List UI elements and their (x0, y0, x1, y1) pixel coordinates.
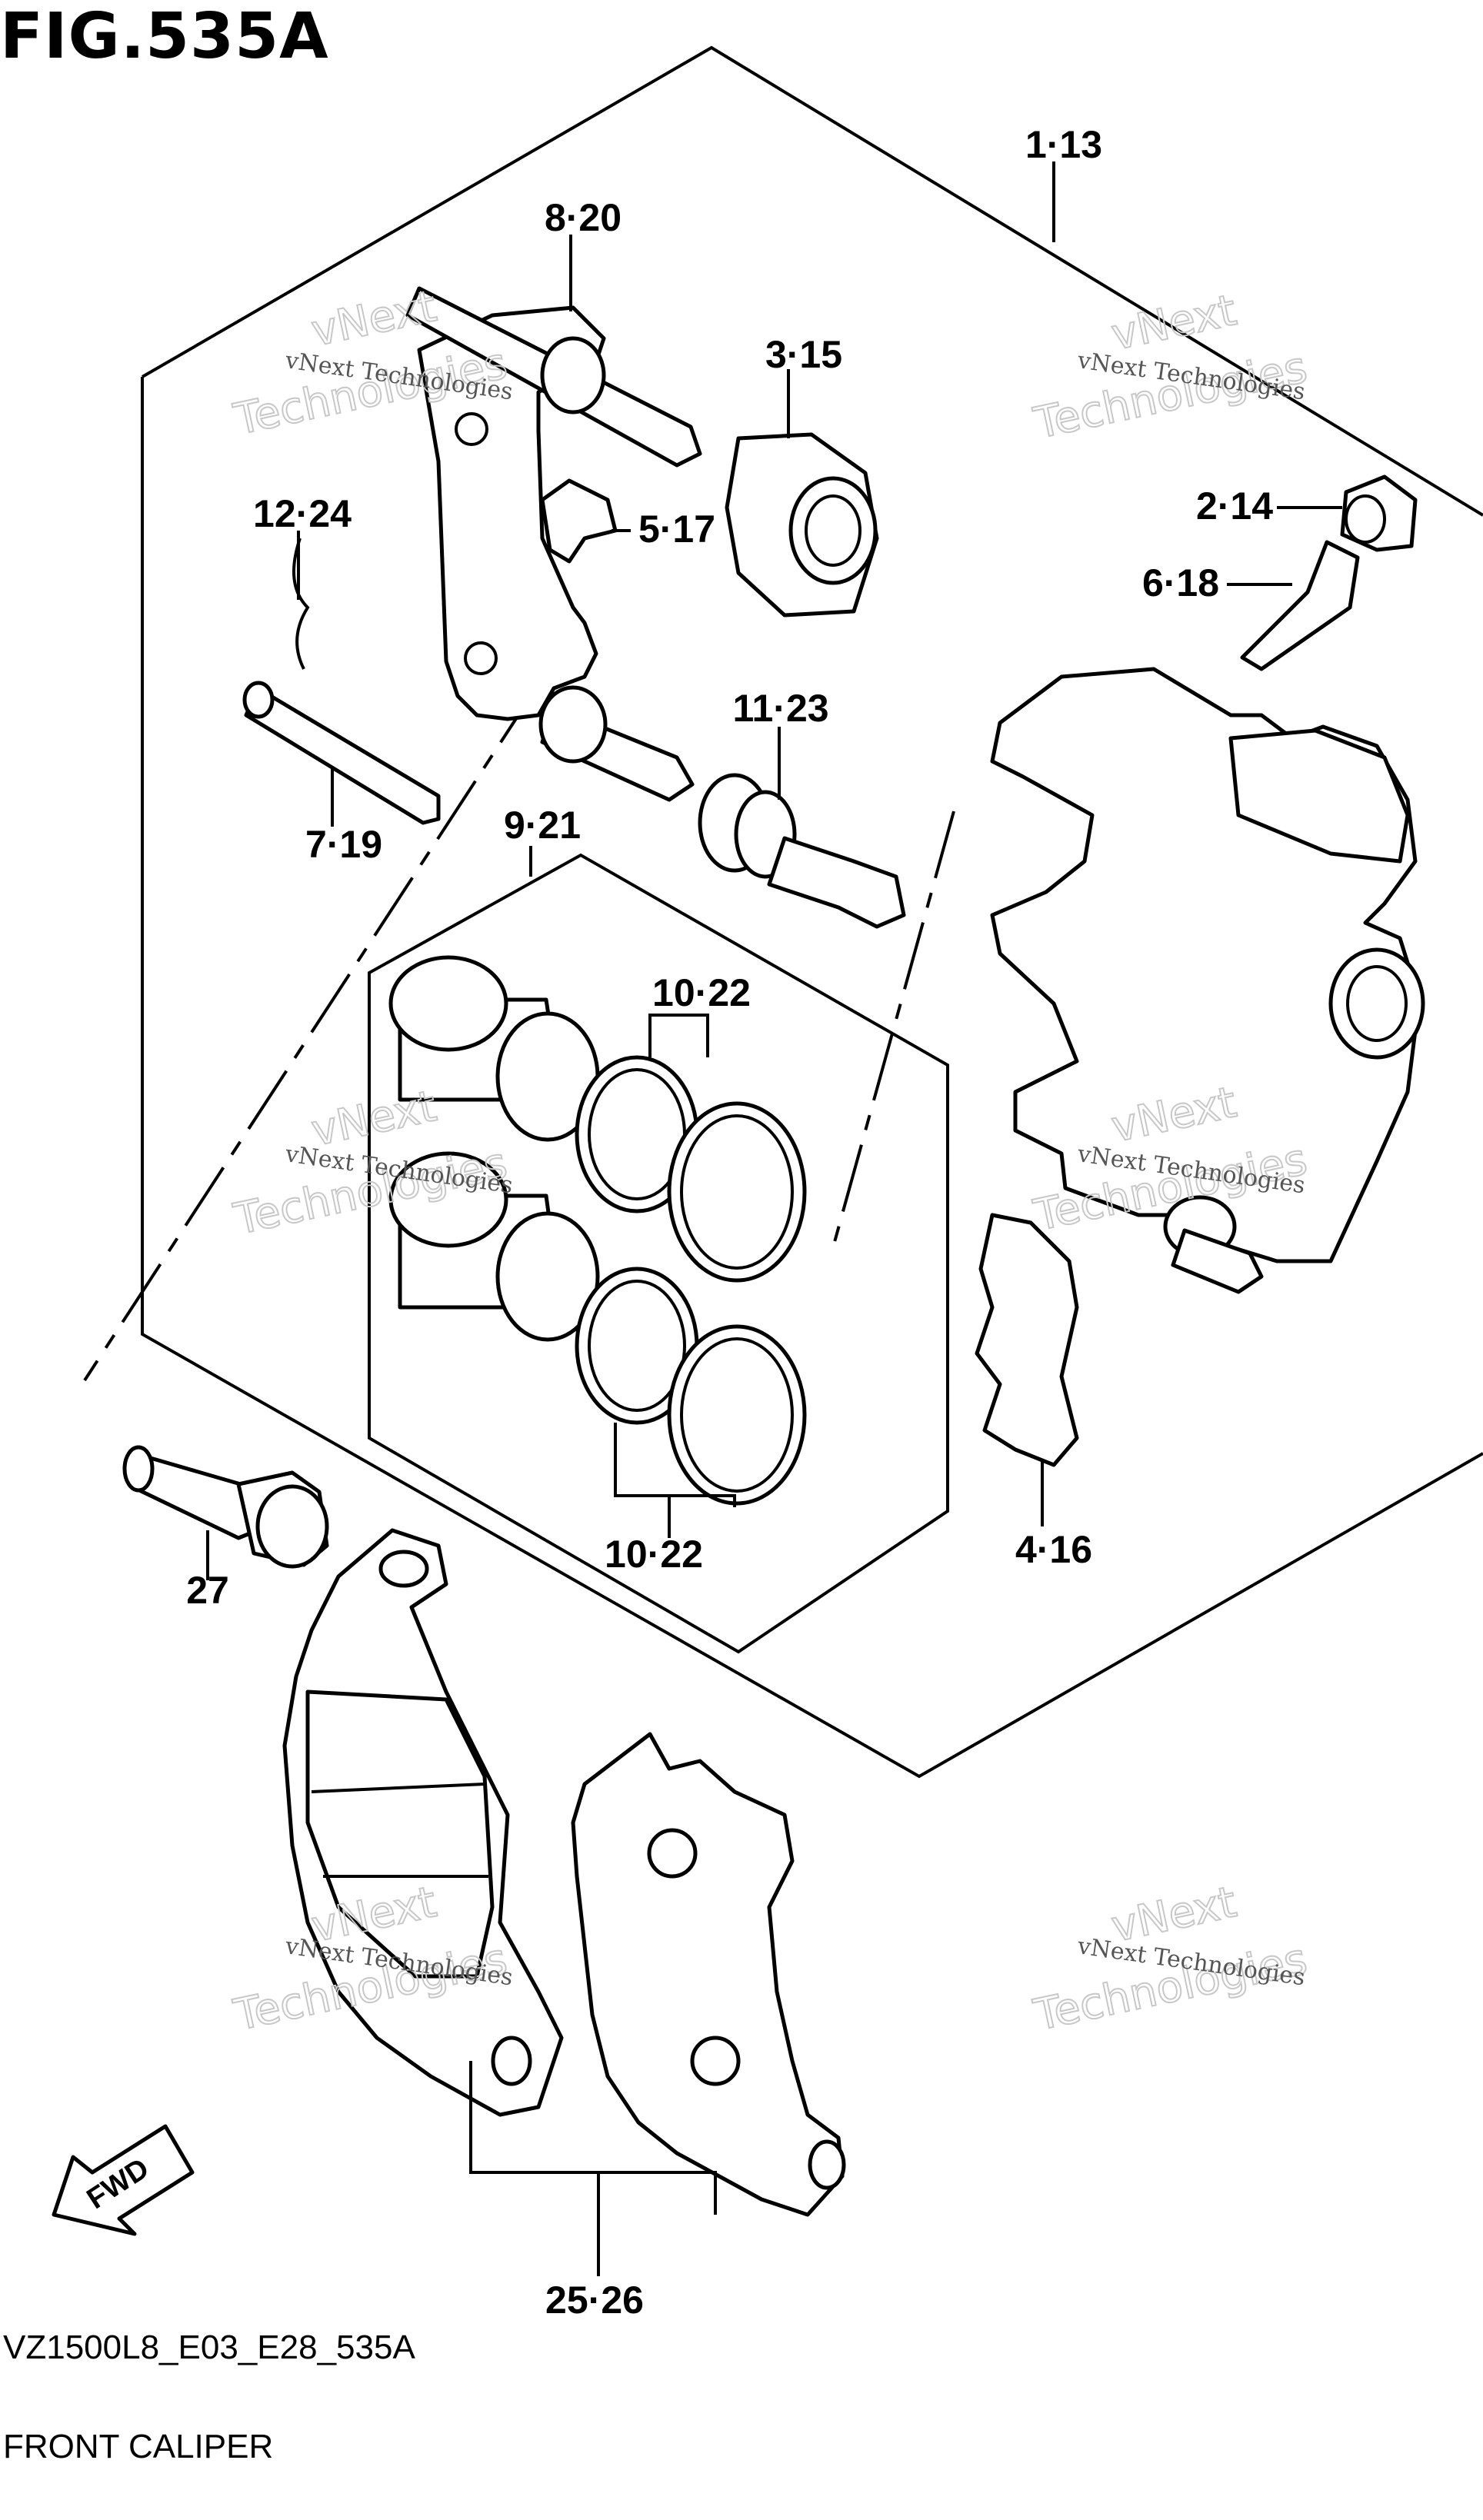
assembly-outline (141, 45, 1483, 517)
brake-pad-right (571, 1732, 846, 2217)
piston-seal-upper-large (667, 1101, 807, 1283)
bleeder-valve-part (1240, 540, 1360, 671)
callout-25-26: 25·26 (545, 2279, 644, 2322)
slide-pin-part (242, 681, 441, 825)
seal-kit-box (368, 853, 949, 1654)
callout-2-14: 2·14 (1196, 484, 1273, 528)
leader-10-22-top (648, 1014, 709, 1057)
model-code: VZ1500L8_E03_E28_535A (3, 2329, 415, 2366)
piston-lower (388, 1151, 600, 1342)
callout-3-15: 3·15 (765, 333, 842, 376)
callout-4-16: 4·16 (1015, 1528, 1092, 1571)
assembly-outline-lower (141, 377, 1483, 1779)
callout-7-19: 7·19 (305, 823, 382, 866)
mounting-bolt-part (122, 1445, 329, 1569)
centerline-2 (833, 811, 955, 1243)
bleeder-cap-part (1340, 474, 1418, 552)
figure-title: FIG.535A (0, 0, 329, 73)
piston-upper (388, 955, 600, 1142)
callout-1-13: 1·13 (1025, 123, 1102, 166)
brake-pad-left (282, 1528, 564, 2117)
callout-8-20: 8·20 (545, 196, 622, 239)
watermark-top-right: Technologies vNext vNext Technologies (1028, 285, 1311, 450)
svg-text:vNext: vNext (1107, 285, 1241, 361)
callout-27: 27 (186, 1569, 229, 1612)
callout-12-24: 12·24 (253, 492, 352, 535)
callout-11-23: 11·23 (732, 687, 828, 730)
centerline-1 (83, 683, 540, 1382)
watermark-bottom-right: Technologies vNext vNext Technologies (1028, 1876, 1311, 2042)
sleeve-part (698, 773, 906, 929)
caliper-body (990, 667, 1425, 1294)
callout-6-18: 6·18 (1142, 561, 1219, 604)
boot-part (725, 432, 879, 618)
figure-name: FRONT CALIPER (3, 2428, 274, 2465)
retaining-spring-part (292, 538, 310, 670)
piston-seal-lower-small (575, 1267, 699, 1425)
callout-10-22-bottom: 10·22 (605, 1533, 703, 1576)
callout-5-17: 5·17 (638, 508, 715, 551)
leader-25-26 (469, 2061, 717, 2276)
svg-text:vNext: vNext (307, 1081, 441, 1157)
callout-10-22-top: 10·22 (652, 971, 751, 1014)
piston-seal-lower-large (667, 1324, 807, 1506)
fwd-arrow-icon: FWD (52, 2124, 195, 2236)
clip-part (540, 478, 618, 564)
callout-9-21: 9·21 (504, 804, 581, 847)
caliper-bracket (405, 286, 702, 802)
svg-text:vNext: vNext (307, 281, 441, 357)
pad-spring-part (975, 1213, 1079, 1467)
leader-10-22-bottom (614, 1423, 736, 1538)
